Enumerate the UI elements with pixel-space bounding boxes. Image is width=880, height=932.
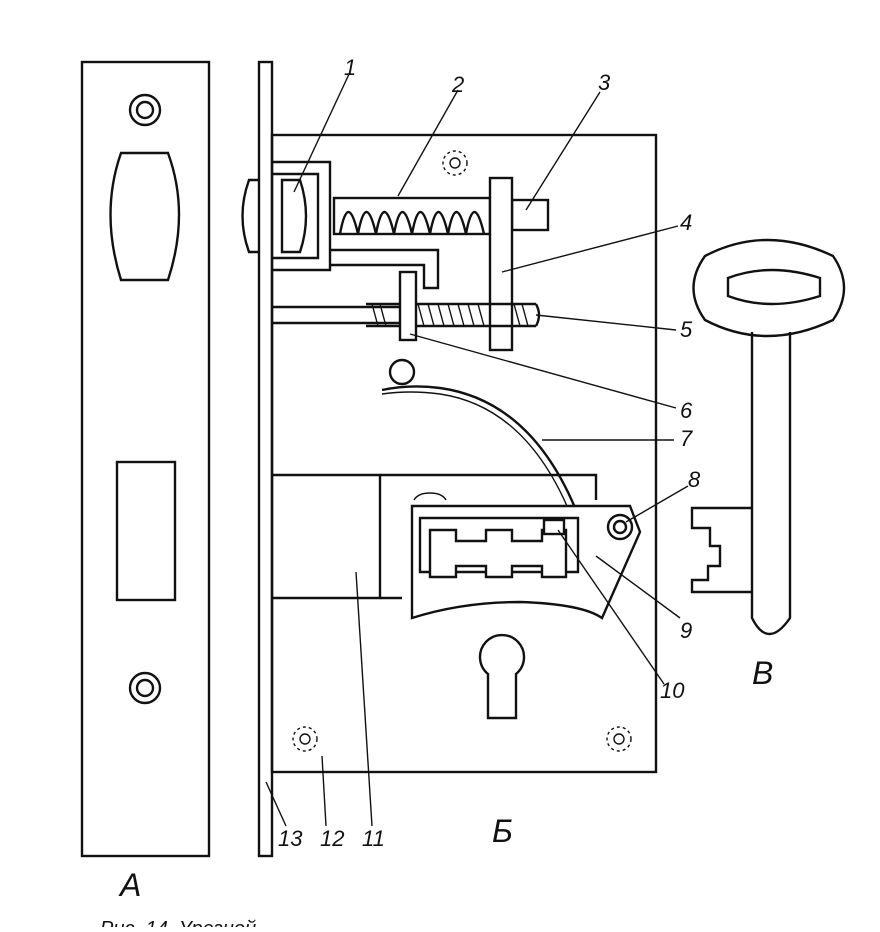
callout-6: 6	[680, 398, 693, 423]
lock-body	[241, 60, 658, 858]
callout-9: 9	[680, 618, 692, 643]
label-key: В	[752, 655, 773, 691]
latch	[241, 160, 440, 290]
callout-labels: 1 2 3 4 5 6 7 8 9 10 11 12 13	[278, 55, 701, 851]
flat-spring	[381, 385, 587, 535]
bolt	[272, 473, 598, 600]
keyhole	[478, 633, 526, 720]
figure-caption: Рис. 14. Урезной	[100, 918, 256, 927]
case-screw-top	[442, 150, 468, 176]
callout-2: 2	[451, 72, 464, 97]
tumbler	[410, 504, 642, 620]
callout-7: 7	[680, 426, 693, 451]
latch-opening	[109, 151, 181, 282]
callout-11: 11	[362, 826, 385, 851]
stop-plate	[398, 270, 418, 342]
callout-1: 1	[344, 55, 356, 80]
strike-plate-top-screw	[128, 93, 162, 127]
ball	[388, 358, 416, 386]
case-screw-bottom-right	[606, 726, 632, 752]
pivot	[606, 513, 634, 541]
key	[690, 238, 846, 636]
lever	[488, 176, 514, 352]
callout-10: 10	[660, 678, 685, 703]
strike-plate-bottom-screw	[128, 671, 162, 705]
callout-13: 13	[278, 826, 303, 851]
callout-8: 8	[688, 467, 701, 492]
case-screw-bottom-left	[292, 726, 318, 752]
callout-5: 5	[680, 317, 693, 342]
callout-12: 12	[320, 826, 344, 851]
rod-spring	[272, 302, 541, 328]
lock-faceplate	[257, 60, 274, 858]
label-strike-plate: А	[118, 867, 141, 903]
strike-plate	[80, 60, 211, 858]
callout-4: 4	[680, 210, 692, 235]
latch-spring	[332, 196, 492, 236]
label-lock-body: Б	[492, 813, 513, 849]
bolt-opening	[115, 460, 177, 602]
lock-case	[270, 133, 658, 774]
leader-lines	[265, 71, 689, 827]
catch	[542, 518, 566, 536]
callout-3: 3	[598, 70, 611, 95]
